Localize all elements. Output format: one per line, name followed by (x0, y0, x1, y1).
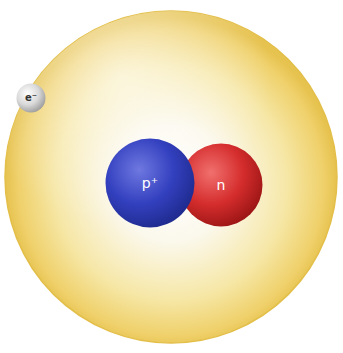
proton-ball: p⁺ (105, 138, 195, 228)
electron-ball: e⁻ (16, 83, 46, 113)
particle-label: p⁺ (142, 176, 158, 190)
particle-label: e⁻ (25, 93, 37, 103)
particle-label: n (217, 178, 226, 192)
